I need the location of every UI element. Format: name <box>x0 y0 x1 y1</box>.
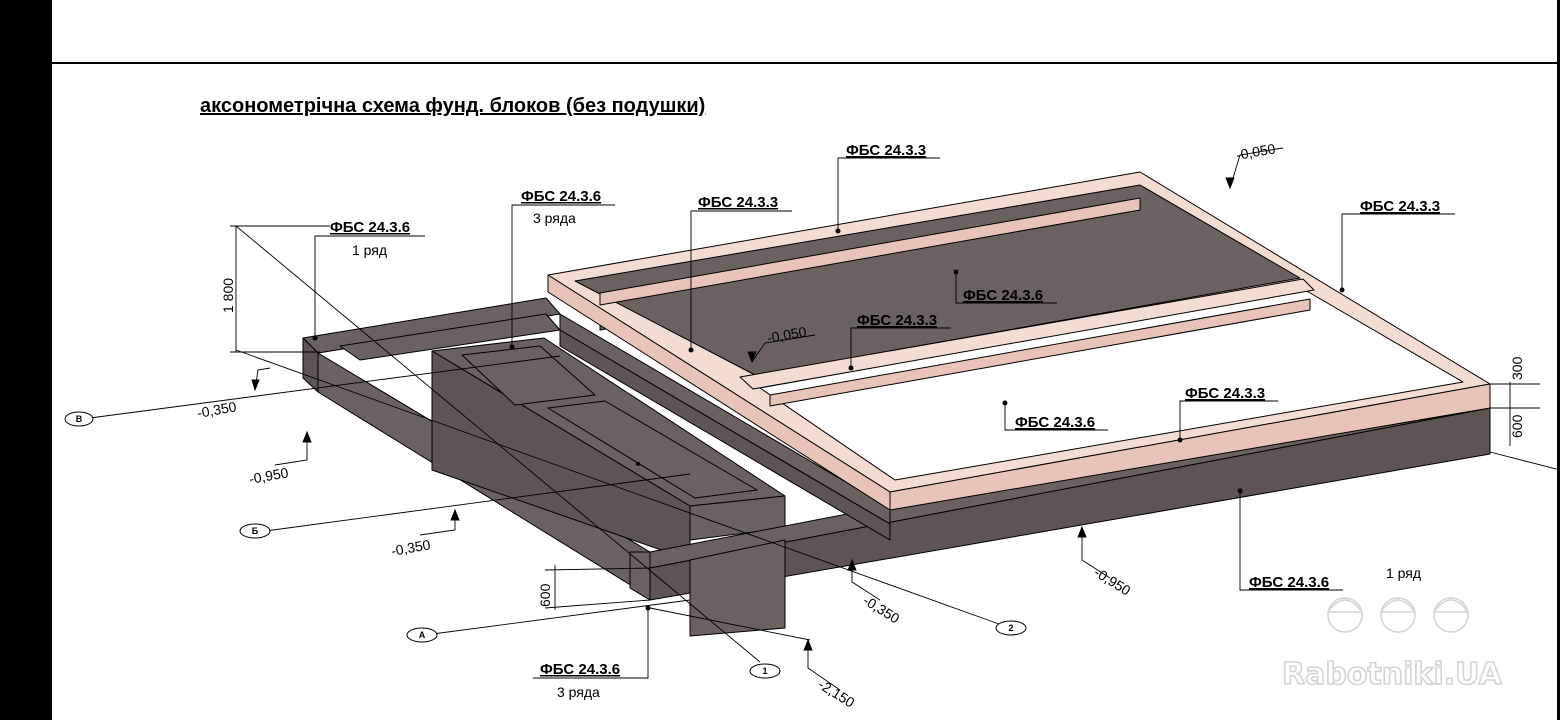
label-mid-top: ФБС 24.3.6 <box>521 188 601 205</box>
block-marks: ФБС 24.3.6 1 ряд ФБС 24.3.6 3 ряда ФБС 2… <box>330 142 1440 700</box>
axis-bubble-1 <box>749 663 781 679</box>
elev-bot-950: -0,950 <box>1091 564 1133 599</box>
dim-300: 300 <box>1509 356 1525 380</box>
diag-wall-face <box>559 329 891 541</box>
note-mid-top: 3 ряда <box>533 210 576 226</box>
label-front-low: ФБС 24.3.6 <box>1249 574 1329 591</box>
left-black-bar <box>0 0 52 720</box>
label-frame-left: ФБС 24.3.3 <box>698 194 778 211</box>
pink-caps <box>547 171 1491 511</box>
axis-bubbles <box>64 411 1027 679</box>
cap-frame-hole-back <box>574 184 1301 376</box>
right-black-edge <box>1557 0 1560 720</box>
axis-line-b <box>257 473 691 533</box>
label-under-back: ФБС 24.3.6 <box>963 287 1043 304</box>
elev-left-950: -0,950 <box>248 464 290 487</box>
label-frame-right: ФБС 24.3.3 <box>1360 198 1440 215</box>
axis-bubble-b <box>239 523 271 539</box>
note-bottom: 3 ряда <box>557 684 600 700</box>
cap-inner-mid <box>769 298 1311 407</box>
label-left-top: ФБС 24.3.6 <box>330 219 410 236</box>
dim-600-left-text: 600 <box>537 583 553 607</box>
axis-bubble-labels: В Б А 1 2 <box>76 414 1014 676</box>
label-leaders <box>314 147 1455 679</box>
worker-helmet-icon <box>1326 597 1470 633</box>
cap-left-face <box>547 274 891 511</box>
leader-dots <box>312 228 1345 611</box>
axis-label-2: 2 <box>1008 623 1013 633</box>
label-middle-top: ФБС 24.3.3 <box>857 312 937 329</box>
axis-line-a <box>424 599 691 636</box>
axis-label-1: 1 <box>762 666 767 676</box>
elev-bot-350: -0,350 <box>860 592 902 627</box>
dim-2150-leader <box>649 607 811 641</box>
label-bottom: ФБС 24.3.6 <box>540 661 620 678</box>
elev-left-350: -0,350 <box>196 398 238 421</box>
elev-front-350: -0,350 <box>390 536 432 559</box>
axis-label-a: А <box>419 630 426 640</box>
axis-bubble-a <box>406 627 438 643</box>
header-blank-area <box>52 0 1557 62</box>
axis-label-v: В <box>76 414 83 424</box>
inner-slot-a <box>461 345 596 406</box>
header-rule <box>52 62 1557 64</box>
axis-bubble-2 <box>995 620 1027 636</box>
dim-600-top <box>544 567 651 571</box>
elevation-marks <box>251 177 1235 691</box>
axis-line-2 <box>235 349 1011 629</box>
label-frame-back: ФБС 24.3.3 <box>846 142 926 159</box>
inner-slot-b <box>547 400 758 499</box>
note-front-low: 1 ряд <box>1386 565 1421 581</box>
label-front-top: ФБС 24.3.3 <box>1185 385 1265 402</box>
axis-bubble-v <box>64 411 94 427</box>
dim-right-bot <box>1489 451 1560 471</box>
note-left-top: 1 ряд <box>352 242 387 258</box>
axis-line-v <box>89 355 561 419</box>
drawing-title: аксонометрічна схема фунд. блоков (без п… <box>200 95 706 117</box>
watermark: Rabotniki.UA <box>1281 597 1503 693</box>
dim-600-right: 600 <box>1509 414 1525 438</box>
axis-lines <box>89 225 1560 663</box>
dim-600-bot <box>544 599 651 609</box>
watermark-text: Rabotniki.UA <box>1282 657 1502 692</box>
front-bar-end <box>629 551 651 601</box>
elev-mid: -0,050 <box>766 323 808 346</box>
elev-bot-2150: -2,150 <box>815 676 857 711</box>
elev-top-right: -0,050 <box>1235 140 1277 163</box>
cap-inner-back <box>599 197 1141 306</box>
dim-1800: 1 800 <box>220 278 236 313</box>
axis-label-b: Б <box>252 526 259 536</box>
cap-middle-strip <box>739 278 1315 390</box>
front-pier <box>689 539 786 637</box>
label-middle-low: ФБС 24.3.6 <box>1015 414 1095 431</box>
